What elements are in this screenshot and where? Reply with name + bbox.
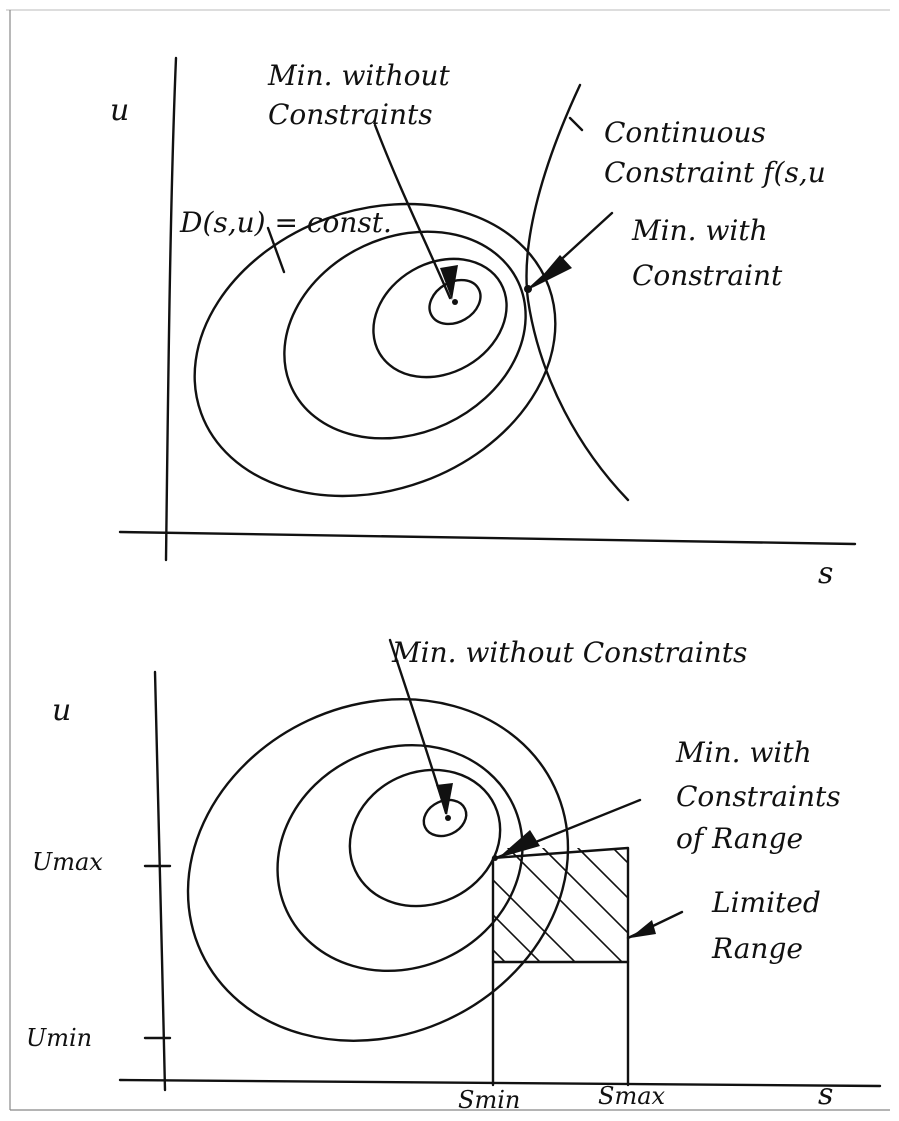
top-contour-outer [193,202,557,498]
bottom-min-without-label: Min. without Constraints [391,636,747,669]
top-x-axis [118,530,857,546]
top-y-label: u [110,93,129,128]
top-min-with-line2: Constraint [632,259,783,292]
top-contour-2 [283,230,527,440]
top-min-without-line2: Constraints [268,98,433,131]
bottom-min-with-line3: of Range [676,822,803,855]
top-arrowhead-min-without [440,265,458,300]
bottom-diagram: u s Min. without Constraints Min. with C… [26,636,882,1114]
top-contour-label: D(s,u) = const. [179,206,392,239]
top-contour-3 [372,257,508,379]
range-hatching [493,848,628,962]
bottom-min-constrained-point [492,855,498,861]
bottom-contour-outer [186,698,570,1042]
bottom-x-label: s [818,1077,833,1112]
top-contour-pointer [266,226,286,274]
top-x-label: s [818,556,833,591]
bottom-contour-inner [422,798,468,838]
bottom-min-with-line1: Min. with [675,736,812,769]
top-diagram: u s Min. without Constraints Continuous … [110,56,857,591]
bottom-y-label: u [52,693,71,728]
top-arrow-min-without [373,123,452,300]
bottom-contour-2 [276,743,524,973]
bottom-x-axis [118,1078,882,1088]
top-continuous-line2: Constraint f(s,u [604,156,826,189]
umax-label: Umax [32,848,103,876]
bottom-min-point [445,815,451,821]
limited-range-arrowhead [630,920,656,938]
bottom-y-axis [153,670,167,1092]
bottom-min-with-line2: Constraints [676,780,841,813]
top-arrowhead-min-with [532,255,572,288]
limited-range-line2: Range [711,932,803,965]
bottom-contour-3 [348,768,502,908]
top-constraint-curve [525,83,630,502]
limited-range-line1: Limited [711,886,821,919]
top-constraint-tick [568,116,584,132]
top-continuous-line1: Continuous [604,116,766,149]
top-min-without-line1: Min. without [267,59,451,92]
bottom-arrowhead-min-without [436,783,453,815]
top-min-point [452,299,458,305]
bottom-arrowhead-min-with [498,830,540,858]
smin-label: Smin [458,1086,520,1114]
smax-label: Smax [598,1082,666,1110]
umin-label: Umin [26,1024,92,1052]
top-min-with-line1: Min. with [631,214,768,247]
top-y-axis [164,56,178,562]
